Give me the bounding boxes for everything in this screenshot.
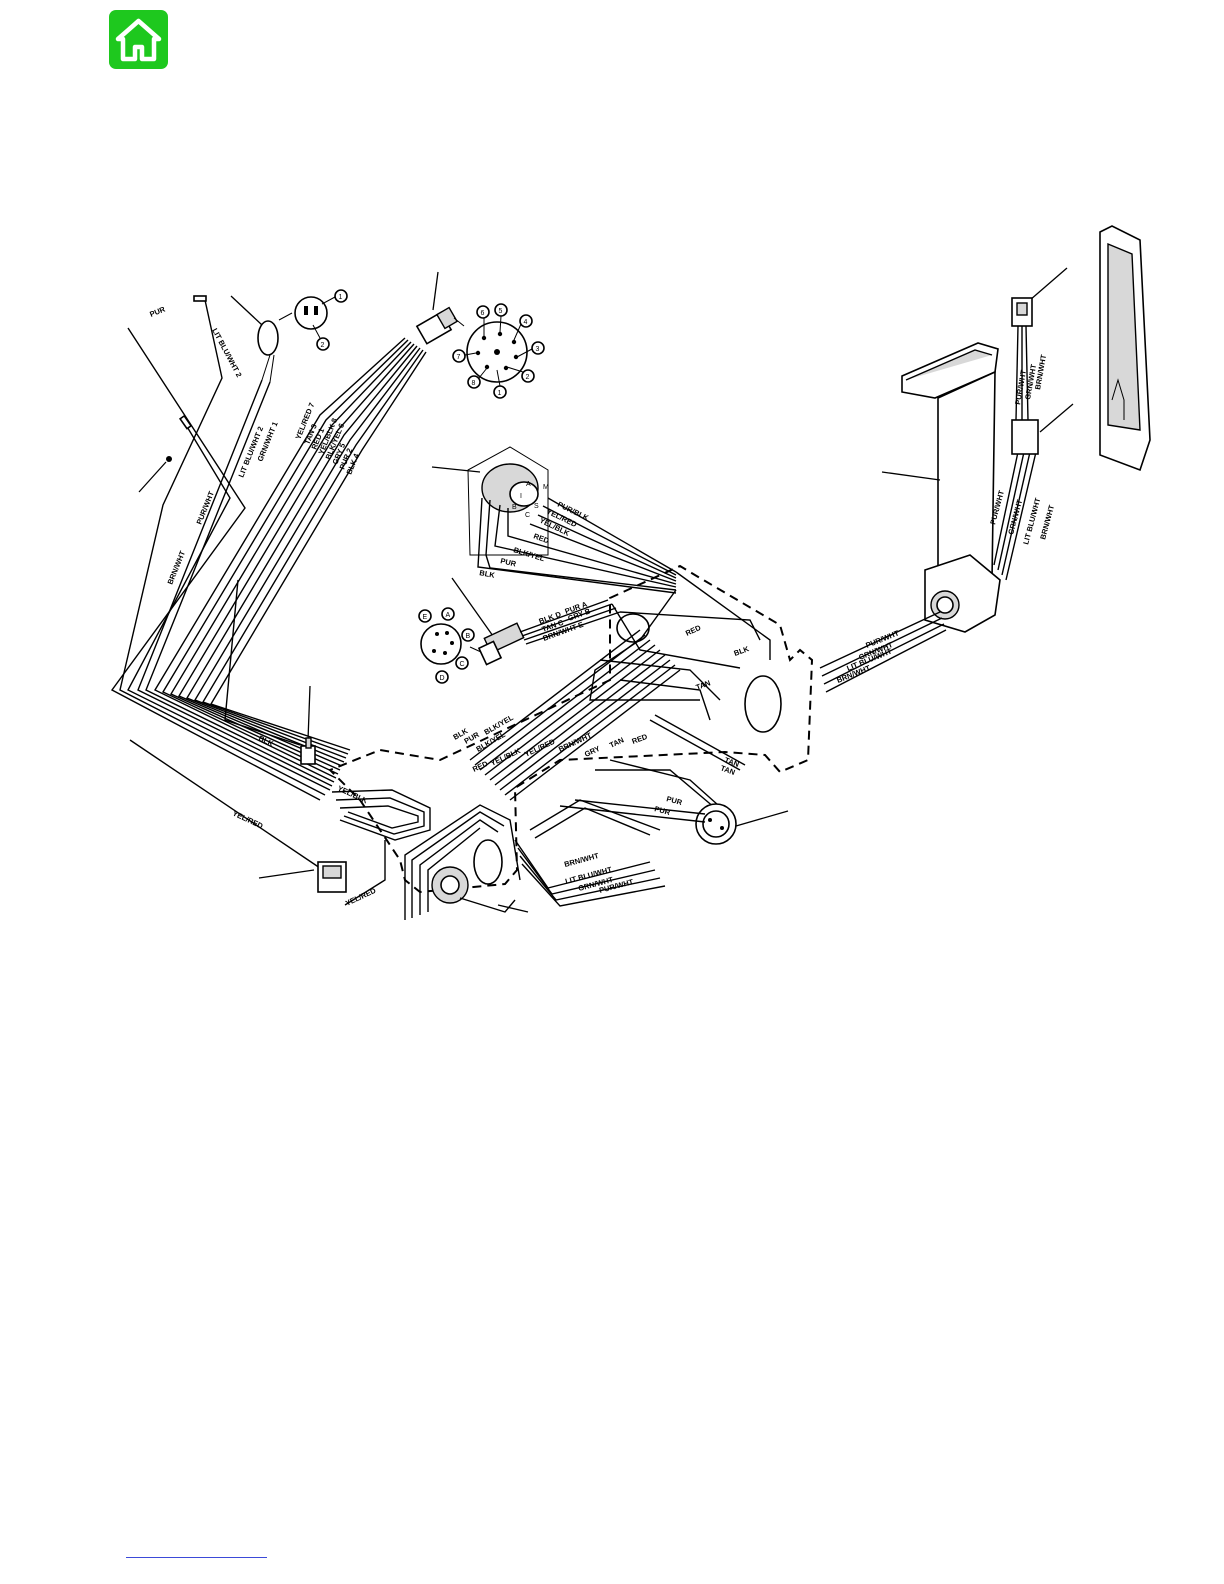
home-button[interactable] bbox=[109, 10, 168, 69]
pin-label: A bbox=[446, 612, 451, 619]
pin-label: 1 bbox=[498, 390, 502, 397]
warning-horn: PUR PUR bbox=[559, 794, 789, 845]
pin-label: B bbox=[466, 633, 471, 640]
pin-label: 2 bbox=[321, 342, 325, 349]
pin-label: D bbox=[440, 675, 445, 682]
wire-label: PUR bbox=[653, 804, 671, 817]
lower-harness-labels: BLK PUR BLK/YEL BLK/YEL RED YEL/BLK YEL/… bbox=[452, 713, 626, 774]
wire-label: BRN/WHT bbox=[1033, 354, 1048, 391]
pin-label: 7 bbox=[457, 354, 461, 361]
home-icon bbox=[115, 18, 162, 62]
pin-label: 5 bbox=[499, 308, 503, 315]
trim-switch: PUR/WHT GRN/WHT BRN/WHT bbox=[1011, 225, 1151, 472]
wire-label: LIT BLU/WHT 2 bbox=[210, 327, 243, 379]
wire-label: RED bbox=[471, 759, 490, 774]
control-box-outline: RED BLK TAN RED TAN TAN bbox=[328, 564, 814, 894]
pin-label: 4 bbox=[524, 319, 528, 326]
wire-label: BLK bbox=[479, 568, 496, 580]
pin-label: S bbox=[534, 503, 539, 510]
pin-label: 2 bbox=[526, 374, 530, 381]
footer-link-underline[interactable] bbox=[126, 1557, 267, 1558]
two-pin-plug: 1 2 bbox=[138, 289, 348, 493]
wire-label: TAN bbox=[608, 735, 625, 749]
pin-label: 6 bbox=[481, 310, 485, 317]
wire-label: YEL/RED bbox=[344, 886, 378, 908]
wire-label: PUR bbox=[500, 556, 518, 568]
pin-label: A bbox=[526, 481, 531, 488]
wire-label: GRY bbox=[583, 744, 601, 759]
wire-label: YEL/RED bbox=[523, 737, 557, 759]
ignition-switch: A M I B C S PUR/BLK YEL/RED YEL/BLK RED … bbox=[431, 446, 677, 594]
trim-connector: E A B C D BLK D PUR A TAN C GRY B BRN/WH… bbox=[418, 577, 621, 684]
wire-label: BLK bbox=[733, 644, 751, 658]
main-wire-bundle bbox=[110, 297, 427, 906]
wire-label: BRN/WHT bbox=[563, 851, 600, 869]
pin-label: B bbox=[512, 504, 517, 511]
wire-label: BRN/WHT bbox=[1038, 504, 1056, 541]
top-bundle-labels: PUR LIT BLU/WHT 2 PUR/WHT BRN/WHT LIT BL… bbox=[148, 304, 361, 585]
pin-label: I bbox=[520, 493, 522, 500]
pin-label: C bbox=[525, 512, 530, 519]
wire-label: RED bbox=[631, 732, 650, 746]
wire-label: BLK/YEL bbox=[512, 545, 546, 563]
pin-label: 3 bbox=[536, 346, 540, 353]
wire-label: YEL/BLK bbox=[489, 746, 522, 768]
wire-label: YEL/RED bbox=[231, 809, 265, 831]
pin-label: E bbox=[423, 614, 428, 621]
pin-label: 8 bbox=[472, 380, 476, 387]
wire-label: RED bbox=[684, 623, 703, 638]
pin-label: C bbox=[460, 661, 465, 668]
pin-label: M bbox=[543, 484, 549, 491]
eight-pin-connector: 1 2 3 4 5 6 7 8 bbox=[415, 271, 545, 399]
pin-label: 1 bbox=[339, 294, 343, 301]
wire-label: GRN/WHT bbox=[1006, 498, 1024, 535]
control-handle: PUR/WHT GRN/WHT LIT BLU/WHT BRN/WHT PUR/… bbox=[819, 342, 1056, 693]
wire-label: PUR bbox=[148, 304, 167, 318]
wire-label: BRN/WHT bbox=[166, 549, 188, 586]
wire-label: PUR bbox=[665, 794, 683, 807]
wire-label: YEL/BLK bbox=[336, 784, 369, 806]
